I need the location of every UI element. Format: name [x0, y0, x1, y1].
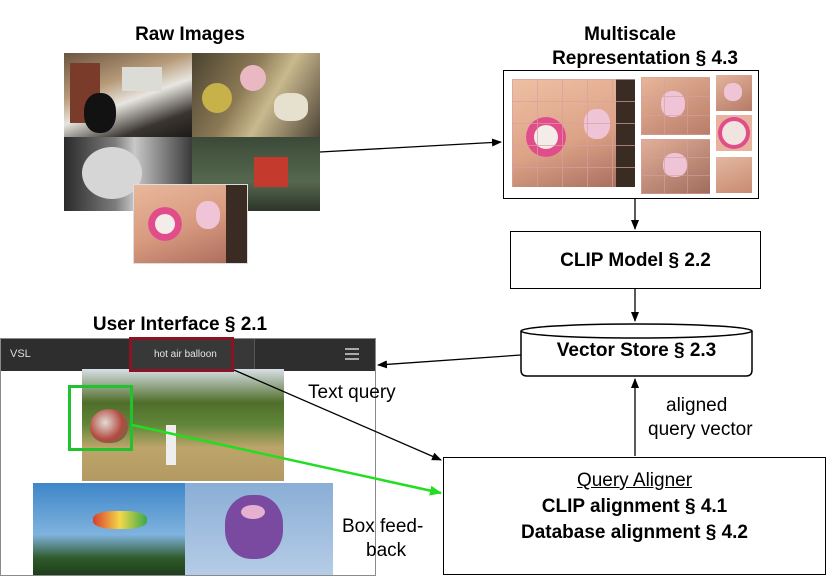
- raw-photo-shelf: [192, 137, 320, 211]
- arrow-box-feedback: [131, 423, 442, 496]
- multiscale-representation-panel: [503, 70, 759, 199]
- arrow-vector-store-to-ui: [377, 354, 522, 369]
- query-aligner-title: Query Aligner: [576, 470, 693, 491]
- multiscale-crop-2: [716, 75, 752, 111]
- arrow-raw-to-multiscale: [319, 138, 502, 153]
- raw-photo-dark-room: [64, 137, 192, 211]
- search-highlight-box: [129, 337, 234, 372]
- multiscale-crop-3: [641, 139, 710, 194]
- multiscale-title-line1: Multiscale: [584, 24, 676, 45]
- ui-navbar: VSL hot air balloon: [1, 339, 375, 371]
- database-alignment-label: Database alignment § 4.2: [520, 522, 749, 543]
- user-interface-title: User Interface § 2.1: [92, 314, 268, 335]
- clip-model-box: CLIP Model § 2.2: [510, 231, 761, 289]
- multiscale-full-image: [512, 79, 635, 187]
- ui-search-input[interactable]: hot air balloon: [129, 339, 255, 371]
- aligned-query-vector-line1: aligned: [666, 395, 728, 416]
- vector-store-label: Vector Store § 2.3: [556, 340, 717, 361]
- aligned-query-vector-line2: query vector: [648, 419, 753, 440]
- clip-alignment-label: CLIP alignment § 4.1: [541, 496, 728, 517]
- ui-app-name[interactable]: VSL: [10, 348, 31, 360]
- ui-search-value: hot air balloon: [154, 349, 217, 360]
- user-interface-window: VSL hot air balloon: [0, 338, 376, 576]
- ui-result-image-kite[interactable]: [33, 483, 185, 575]
- raw-photo-desk-cat: [64, 53, 192, 137]
- ui-result-image-bear-balloon[interactable]: [185, 483, 333, 575]
- raw-images-collage: [64, 53, 320, 211]
- box-feedback-line2: back: [366, 540, 407, 561]
- raw-photo-clock-toy: [133, 184, 248, 264]
- arrow-text-query: [233, 369, 442, 461]
- feedback-box[interactable]: [68, 385, 133, 451]
- query-aligner-box: Query Aligner CLIP alignment § 4.1 Datab…: [443, 457, 826, 575]
- multiscale-title-line2: Representation § 4.3: [552, 48, 738, 69]
- box-feedback-line1: Box feed-: [342, 516, 424, 537]
- multiscale-crop-4: [716, 115, 752, 151]
- raw-images-title: Raw Images: [135, 24, 245, 45]
- multiscale-crop-1: [641, 77, 710, 135]
- clip-model-label: CLIP Model § 2.2: [560, 250, 711, 271]
- raw-photo-toys: [192, 53, 320, 137]
- multiscale-crop-5: [716, 157, 752, 193]
- hamburger-menu-icon[interactable]: [345, 348, 359, 360]
- text-query-label: Text query: [308, 382, 396, 403]
